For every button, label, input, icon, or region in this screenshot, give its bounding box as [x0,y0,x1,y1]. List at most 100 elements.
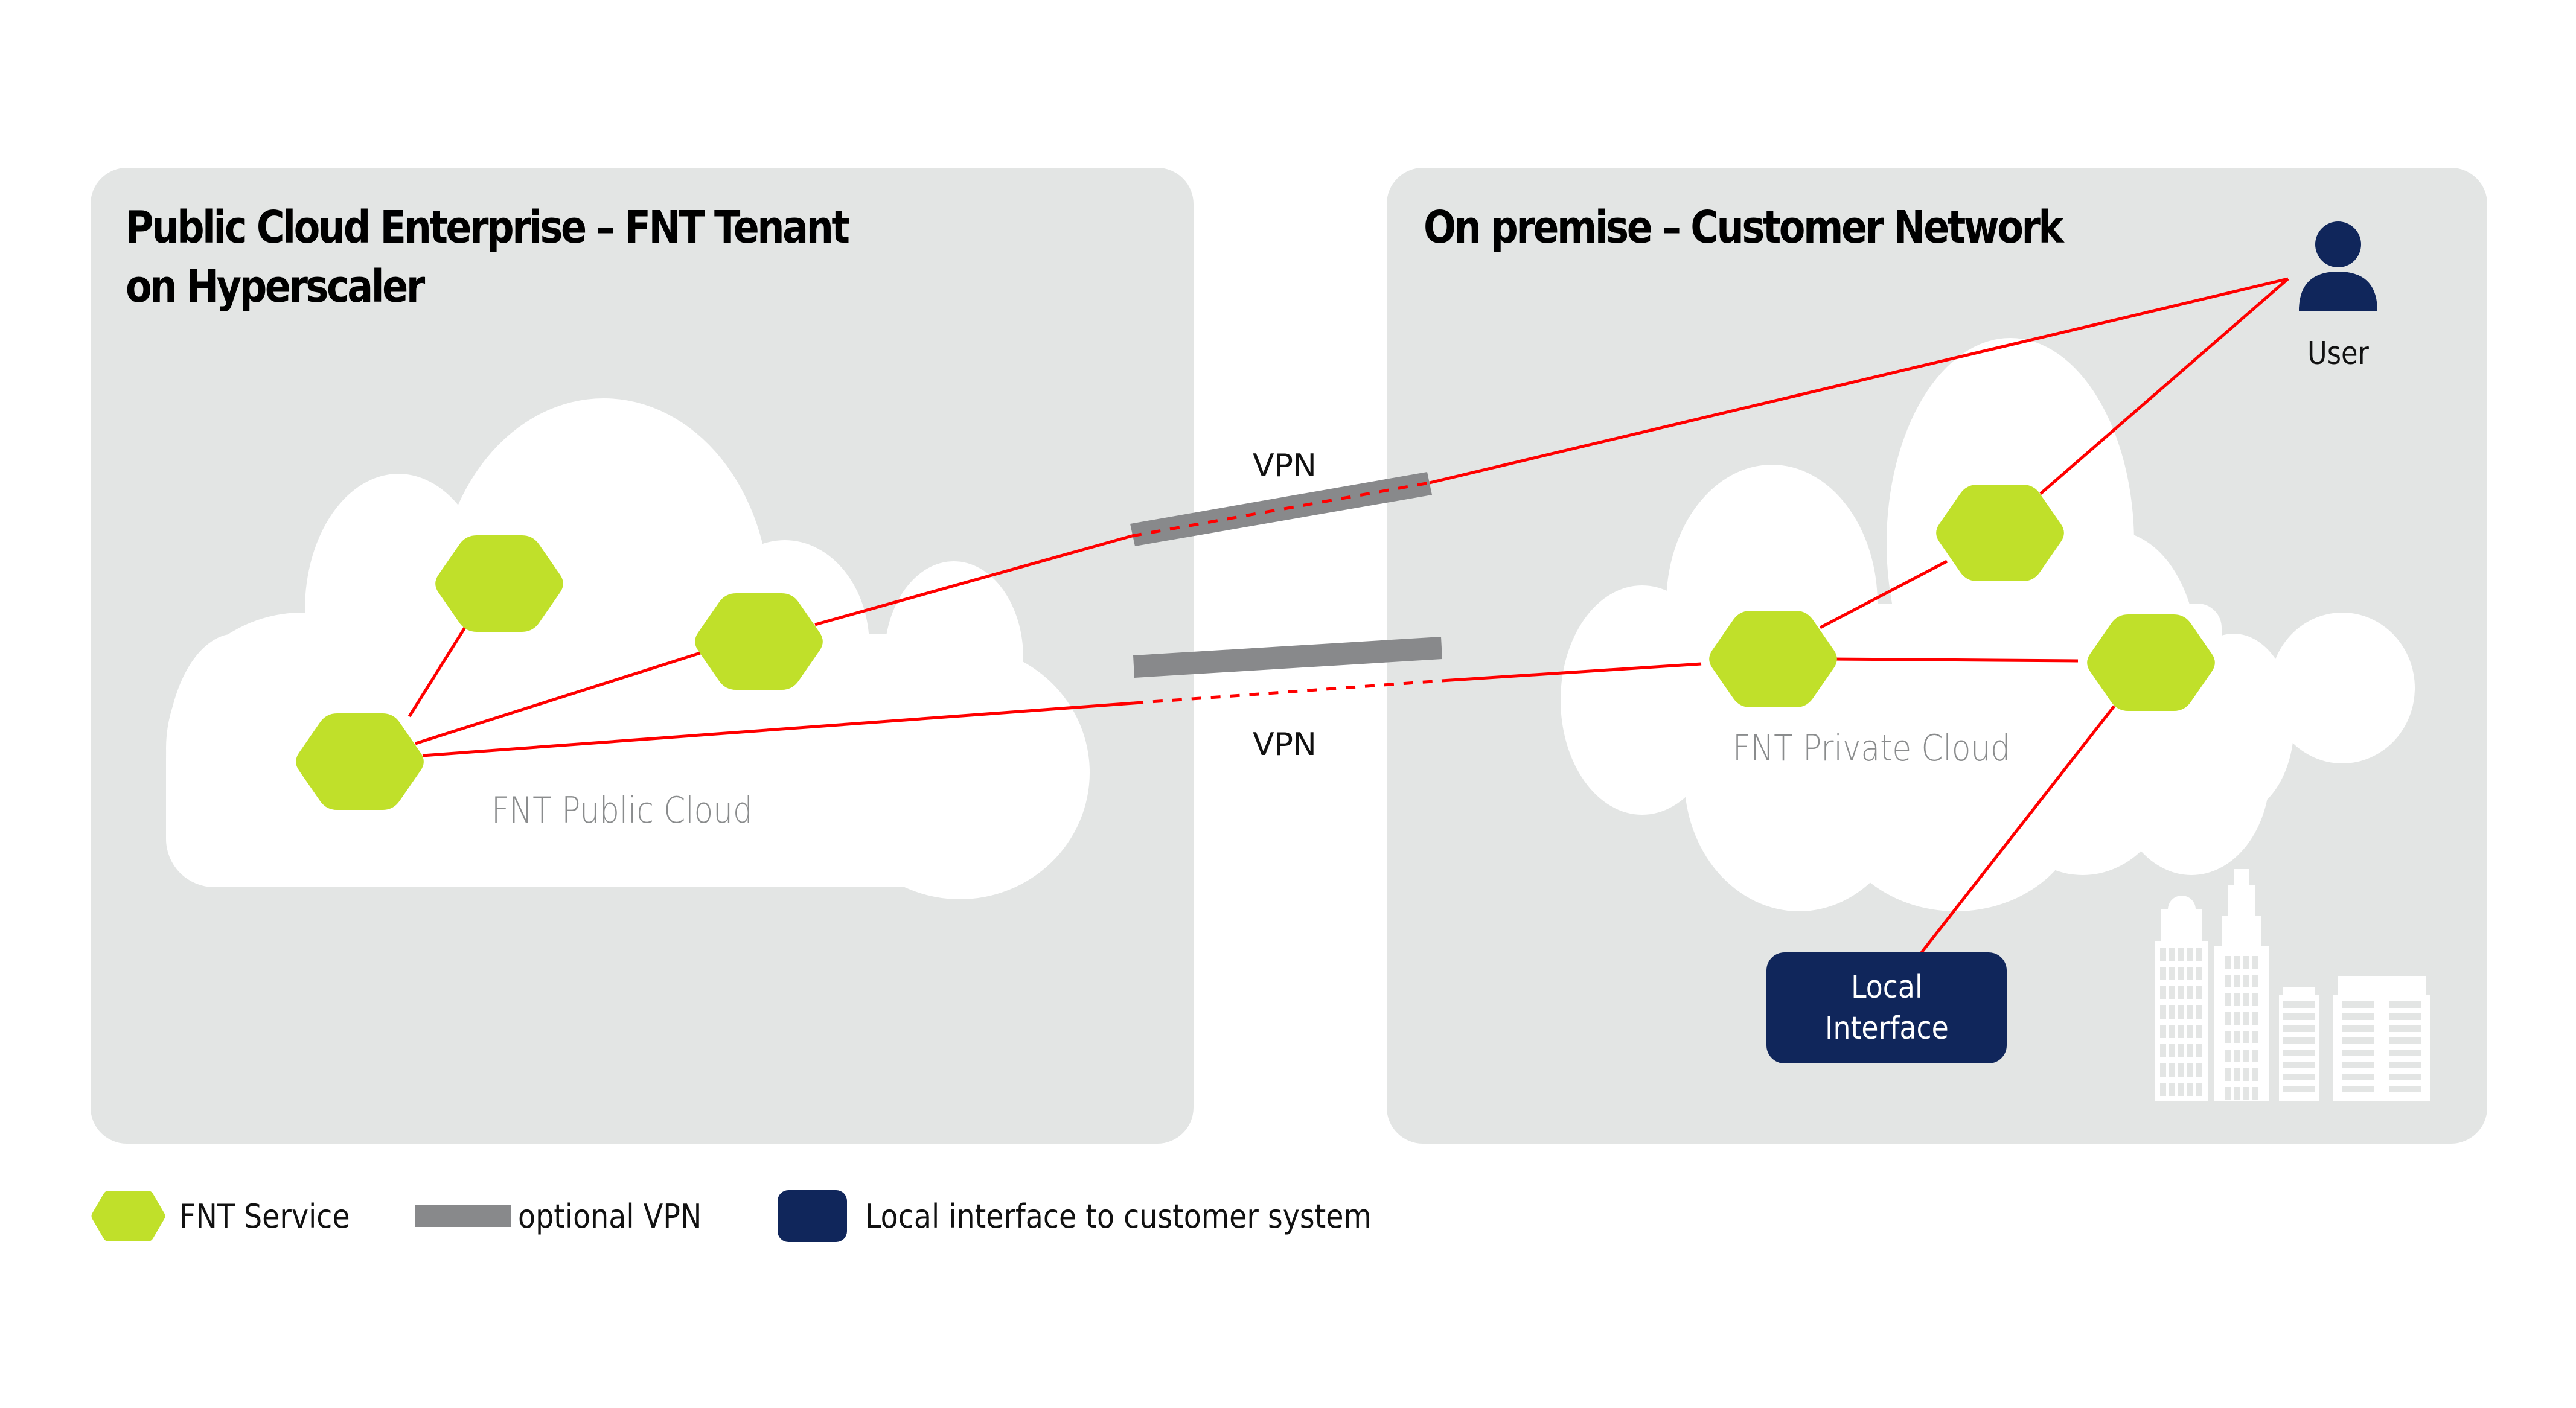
window [2178,986,2184,999]
window [2160,986,2166,999]
window [2187,986,2193,999]
private-cloud-shape [1561,338,2415,911]
user-icon [2299,221,2377,311]
window [2225,1050,2231,1062]
window [2169,1005,2175,1019]
legend-label: optional VPN [518,1197,702,1235]
window [2196,948,2202,961]
window [2252,1031,2258,1043]
connection-priv-hub-to-priv-top [1819,559,1948,629]
window [2169,1063,2175,1077]
navy-rounded-rect-icon [778,1190,847,1242]
window [2389,1062,2421,1068]
legend-label: Local interface to customer system [865,1197,1372,1235]
window [2187,967,2193,980]
window [2234,1031,2240,1043]
local-interface-line-2: Interface [1824,1010,1949,1046]
window [2389,1001,2421,1008]
window [2169,948,2175,961]
legend-item-fnt-service: FNT Service [91,1189,373,1243]
connection-pub-hub-to-vpn-bottom [422,701,1134,757]
window [2252,975,2258,987]
window [2283,1062,2315,1068]
window [2389,1050,2421,1056]
window [2160,1025,2166,1038]
building-1 [2155,941,2208,1101]
gray-bar-icon [415,1205,511,1227]
window [2178,1063,2184,1077]
vpn-top-label: VPN [1253,448,1317,484]
window [2225,956,2231,969]
window [2283,1013,2315,1020]
window [2225,1012,2231,1025]
window [2178,948,2184,961]
public-cloud-label: FNT Public Cloud [491,789,753,832]
window [2187,1083,2193,1096]
legend-item-optional-vpn: optional VPN [415,1189,727,1243]
window [2252,1050,2258,1062]
window [2178,967,2184,980]
vpn-bar-bottom [1133,637,1442,678]
on-premise-panel-title: On premise – Customer Network [1424,202,2064,253]
window [2187,1063,2193,1077]
window [2234,1050,2240,1062]
local-interface-line-1: Local [1850,969,1923,1005]
window [2283,1086,2315,1092]
connection-vpn-bottom-to-priv-hub [1441,662,1702,683]
window [2160,1005,2166,1019]
window [2243,1050,2249,1062]
window [2243,975,2249,987]
connection-pub-hub-to-pub-top [407,626,467,718]
buildings-icon [2155,869,2430,1101]
connection-pub-hub-to-pub-mid [415,651,701,745]
window [2342,1074,2374,1080]
window [2169,1025,2175,1038]
window [2196,1063,2202,1077]
window [2178,1083,2184,1096]
building-2-top [2228,885,2255,922]
window [2225,1031,2231,1043]
private-cloud-label: FNT Private Cloud [1733,727,2010,769]
window [2342,1050,2374,1056]
window [2196,1025,2202,1038]
window [2160,1083,2166,1096]
connection-priv-right-to-local-interface [1920,705,2115,954]
window [2243,1012,2249,1025]
window [2243,956,2249,969]
window [2169,1083,2175,1096]
window [2389,1037,2421,1044]
window [2252,993,2258,1006]
window [2160,1044,2166,1057]
vpn-bottom-label: VPN [1253,727,1317,763]
window [2169,1044,2175,1057]
window [2196,986,2202,999]
window [2196,967,2202,980]
title-line-1: Public Cloud Enterprise – FNT Tenant [126,202,850,253]
window [2225,1087,2231,1100]
connection-pub-mid-to-vpn-top [814,534,1133,626]
window [2243,1031,2249,1043]
hexagon-icon [91,1191,165,1241]
window [2225,993,2231,1006]
fnt-service-node-priv-hub [1709,611,1837,707]
connection-priv-hub-to-priv-right [1833,657,2079,663]
window [2169,986,2175,999]
window [2389,1074,2421,1080]
window [2243,1068,2249,1081]
window [2196,1083,2202,1096]
window [2283,1025,2315,1032]
window [2234,956,2240,969]
window [2178,1044,2184,1057]
user-label: User [2307,336,2369,372]
window [2187,1025,2193,1038]
window [2342,1086,2374,1092]
window [2160,967,2166,980]
legend-item-local-interface: Local interface to customer system [778,1189,1440,1243]
window [2342,1013,2374,1020]
building-2-spire [2234,869,2249,887]
legend-label: FNT Service [179,1197,350,1235]
fnt-service-node-priv-right [2087,614,2215,711]
building-3-top [2283,987,2315,999]
building-4 [2333,995,2430,1101]
